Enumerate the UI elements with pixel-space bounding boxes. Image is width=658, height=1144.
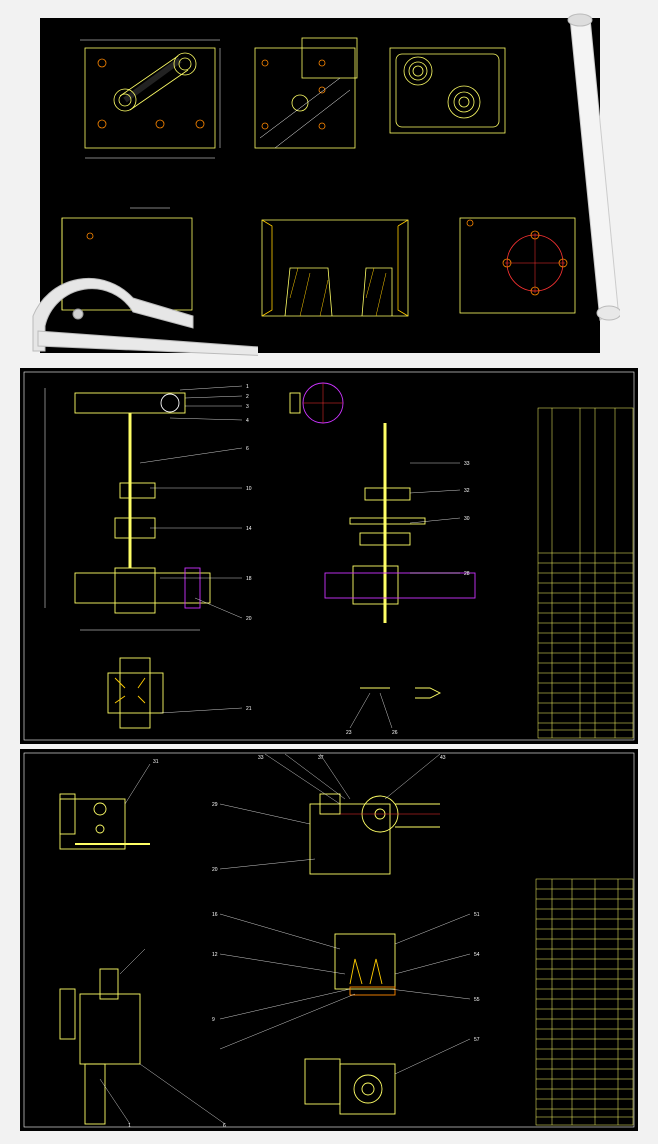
svg-text:16: 16 [212, 912, 218, 918]
svg-text:18: 18 [246, 576, 252, 582]
protractor-icon [32, 277, 258, 356]
part-balloons: 1 2 3 4 6 10 14 18 20 21 33 32 30 28 23 … [246, 384, 470, 736]
top-left-view [59, 793, 150, 850]
svg-text:37: 37 [318, 755, 324, 761]
svg-text:21: 21 [246, 706, 252, 712]
svg-text:33: 33 [258, 755, 264, 761]
svg-text:23: 23 [346, 730, 352, 736]
svg-text:9: 9 [212, 1017, 215, 1023]
title-block-2 [535, 878, 634, 1126]
svg-text:2: 2 [246, 394, 249, 400]
side-assembly-view [289, 382, 476, 699]
svg-text:20: 20 [246, 616, 252, 622]
base-section-view [261, 219, 409, 317]
svg-text:33: 33 [464, 461, 470, 467]
middle-section-view [334, 933, 396, 996]
svg-text:43: 43 [440, 755, 446, 761]
leader-lines [139, 385, 461, 729]
cover-plate-view [389, 47, 506, 134]
svg-text:26: 26 [392, 730, 398, 736]
svg-text:4: 4 [246, 418, 249, 424]
svg-text:1: 1 [246, 384, 249, 390]
leader-lines-2 [99, 753, 471, 1125]
assembly-drawing-1: 1 2 3 4 6 10 14 18 20 21 33 32 30 28 23 … [23, 371, 635, 741]
svg-text:12: 12 [212, 952, 218, 958]
svg-text:28: 28 [464, 571, 470, 577]
top-right-view [309, 793, 440, 875]
flange-plate-view [459, 217, 576, 314]
part-balloons-2: 33 37 43 29 20 16 12 9 51 54 55 57 31 1 … [128, 755, 480, 1129]
main-assembly-view [44, 388, 211, 729]
title-block [537, 407, 634, 739]
svg-text:57: 57 [474, 1037, 480, 1043]
bottom-left-view [59, 968, 141, 1125]
svg-text:31: 31 [153, 759, 159, 765]
svg-text:20: 20 [212, 867, 218, 873]
svg-text:6: 6 [223, 1123, 226, 1129]
assembly-drawing-sheet-1: 1 2 3 4 6 10 14 18 20 21 33 32 30 28 23 … [20, 368, 638, 744]
svg-text:10: 10 [246, 486, 252, 492]
assembly-drawing-sheet-2: 33 37 43 29 20 16 12 9 51 54 55 57 31 1 … [20, 749, 638, 1131]
svg-text:30: 30 [464, 516, 470, 522]
paper-roll-icon [567, 13, 620, 321]
plate-with-holes-view [254, 37, 358, 149]
svg-text:6: 6 [246, 446, 249, 452]
svg-text:29: 29 [212, 802, 218, 808]
assembly-drawing-2: 33 37 43 29 20 16 12 9 51 54 55 57 31 1 … [23, 752, 635, 1129]
part-drawings [61, 37, 576, 317]
plate-with-slots-view [80, 39, 221, 159]
svg-text:14: 14 [246, 526, 252, 532]
svg-text:55: 55 [474, 997, 480, 1003]
svg-text:51: 51 [474, 912, 480, 918]
svg-text:1: 1 [128, 1123, 131, 1129]
bottom-right-view [304, 1058, 396, 1115]
svg-text:3: 3 [246, 404, 249, 410]
svg-text:32: 32 [464, 488, 470, 494]
top-drawing-sheet [32, 13, 620, 356]
svg-text:54: 54 [474, 952, 480, 958]
